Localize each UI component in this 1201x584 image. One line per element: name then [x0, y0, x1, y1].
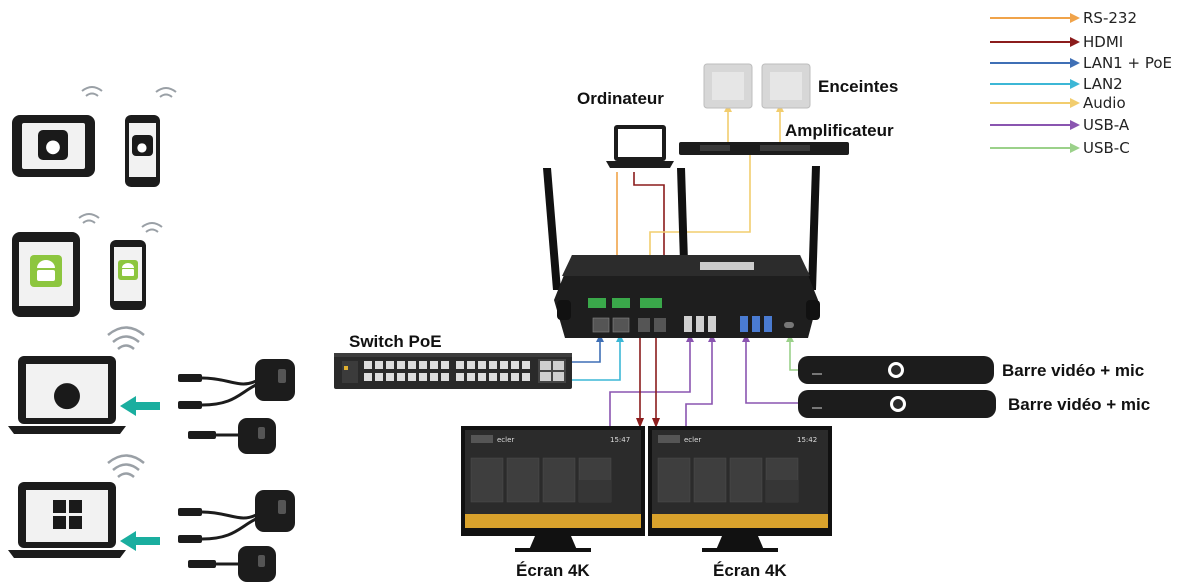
arrow-left-icon — [120, 531, 160, 551]
screen1-logo: ecler — [497, 436, 514, 444]
cable-usbc-bar1 — [789, 338, 798, 371]
dongle-2 — [188, 418, 276, 454]
legend-label-lan1: LAN1 + PoE — [1083, 54, 1172, 72]
legend-label-lan2: LAN2 — [1083, 75, 1123, 93]
cable-lan2 — [572, 338, 621, 381]
android-tablet — [12, 213, 100, 317]
legend-item-rs232: RS-232 — [990, 9, 1137, 27]
windows-laptop — [8, 454, 160, 558]
cable-usba-bar2 — [745, 338, 798, 404]
screen-4k-1: ecler 15:47 — [461, 426, 645, 552]
legend-item-usbc: USB-C — [990, 139, 1130, 157]
windows-icon — [53, 500, 82, 529]
android-icon — [122, 263, 134, 276]
wifi-icon — [155, 87, 177, 98]
wifi-icon — [107, 454, 145, 478]
cable-usba-screen1 — [609, 338, 691, 428]
legend-label-rs232: RS-232 — [1083, 9, 1137, 27]
bar1-label: Barre vidéo + mic — [1002, 361, 1144, 380]
wifi-icon — [81, 86, 103, 97]
video-bar-2 — [798, 390, 996, 418]
screen1-time: 15:47 — [610, 436, 630, 444]
android-phone — [110, 222, 163, 310]
apple-phone: ● — [125, 87, 177, 187]
legend-label-hdmi: HDMI — [1083, 33, 1123, 51]
ordinateur-label: Ordinateur — [577, 89, 664, 108]
arrowhead-icon — [652, 418, 660, 428]
arrowhead-icon — [1070, 120, 1080, 130]
bar2-label: Barre vidéo + mic — [1008, 395, 1150, 414]
dongle-3 — [178, 490, 295, 543]
legend-label-usbc: USB-C — [1083, 139, 1130, 157]
apple-icon: ● — [45, 136, 61, 157]
arrowhead-icon — [1070, 143, 1080, 153]
apple-icon: ● — [137, 140, 147, 154]
cable-hdmi-laptop — [633, 172, 665, 300]
wifi-icon — [78, 213, 100, 224]
antenna-left — [543, 168, 561, 290]
speaker-left — [703, 63, 753, 109]
amplifier — [679, 142, 849, 155]
screen-4k-2: ecler 15:42 — [648, 426, 832, 552]
legend: RS-232 HDMI LAN1 + PoE LAN2 Audio USB-A — [990, 9, 1172, 157]
arrowhead-icon — [1070, 58, 1080, 68]
legend-item-lan1: LAN1 + PoE — [990, 54, 1172, 72]
cable-usba-screen2 — [685, 338, 713, 428]
ordinateur-laptop — [606, 125, 674, 168]
switch-label: Switch PoE — [349, 332, 442, 351]
dongle-4 — [188, 546, 276, 582]
legend-item-audio: Audio — [990, 94, 1126, 112]
central-hub — [543, 166, 820, 338]
cable-lan1 — [572, 338, 601, 363]
mac-laptop: ● — [8, 326, 160, 434]
dongle-1 — [178, 359, 295, 409]
screen2-label: Écran 4K — [713, 561, 787, 580]
apple-tablet: ● — [12, 86, 103, 177]
legend-item-usba: USB-A — [990, 116, 1130, 134]
antenna-right — [808, 166, 820, 290]
legend-label-audio: Audio — [1083, 94, 1126, 112]
arrowhead-icon — [1070, 98, 1080, 108]
arrowhead-icon — [1070, 13, 1080, 23]
screen1-label: Écran 4K — [516, 561, 590, 580]
screen2-time: 15:42 — [797, 436, 817, 444]
amplificateur-label: Amplificateur — [785, 121, 894, 140]
switch-ports — [364, 361, 530, 381]
speaker-right — [761, 63, 811, 109]
arrowhead-icon — [636, 418, 644, 428]
poe-switch — [334, 353, 572, 389]
legend-item-lan2: LAN2 — [990, 75, 1123, 93]
legend-item-hdmi: HDMI — [990, 33, 1123, 51]
enceintes-label: Enceintes — [818, 77, 898, 96]
android-icon — [37, 260, 55, 281]
arrowhead-icon — [1070, 79, 1080, 89]
apple-icon: ● — [52, 374, 82, 414]
screen2-logo: ecler — [684, 436, 701, 444]
legend-label-usba: USB-A — [1083, 116, 1130, 134]
arrowhead-icon — [1070, 37, 1080, 47]
wifi-icon — [141, 222, 163, 233]
arrow-left-icon — [120, 396, 160, 416]
wifi-icon — [107, 326, 145, 350]
video-bar-1 — [798, 356, 994, 384]
antenna-mid — [677, 168, 688, 262]
